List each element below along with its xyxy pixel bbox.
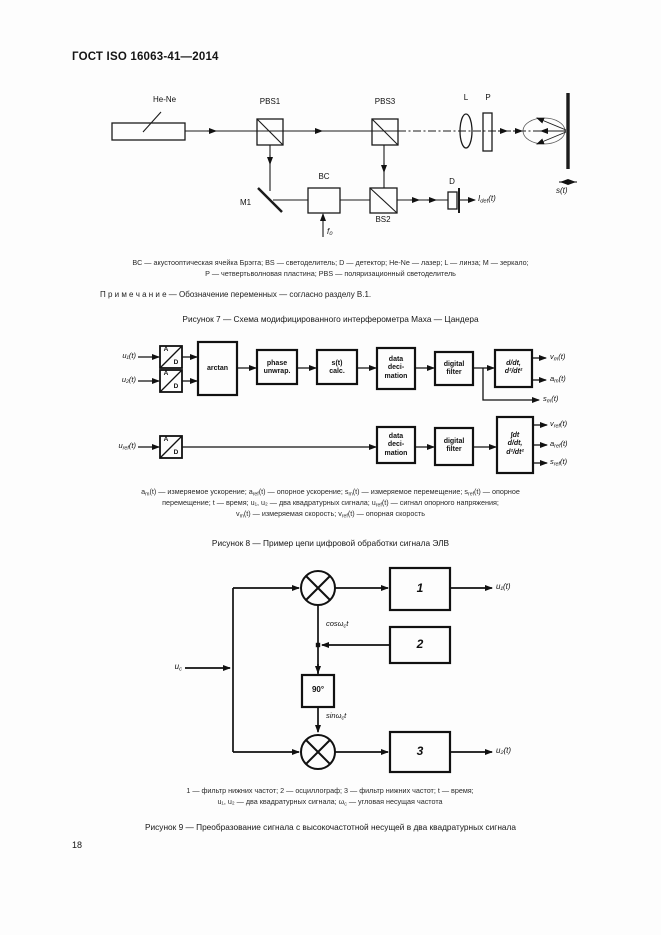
i-det-label: Idet(t) — [478, 194, 496, 205]
figure9-caption: Рисунок 9 — Преобразование сигнала с выс… — [144, 822, 516, 832]
figure7-interferometer: He-Ne PBS1 PBS3 L P BC M1 BS2 D f₀ Idet(… — [85, 85, 605, 255]
uref-input-label: uref(t) — [118, 441, 136, 452]
mirror1-label: M1 — [240, 198, 252, 207]
adc1-d-label: D — [173, 359, 179, 366]
block2-label: 2 — [416, 637, 424, 651]
sref-output-label: sref(t) — [550, 457, 568, 468]
lens-label: L — [463, 93, 469, 102]
vm-output-label: vm(t) — [550, 352, 566, 363]
page-number: 18 — [72, 840, 83, 850]
laser-label: He-Ne — [153, 95, 177, 104]
u2-input-label: u₂(t) — [121, 375, 136, 384]
laser-box — [111, 122, 186, 141]
junction-dot — [315, 642, 321, 648]
uc-input-label: uc — [174, 662, 182, 673]
pbs3-label: PBS3 — [374, 97, 396, 106]
derivative-label: d/dt,d²/dt² — [504, 360, 523, 376]
plate-shape — [482, 112, 493, 152]
s-calc-label: s(t)calc. — [329, 360, 345, 376]
decimation2-box — [375, 425, 417, 465]
lens-shape — [459, 113, 473, 149]
bragg-cell-label: BC — [318, 172, 330, 181]
adc1-a-label: A — [163, 346, 169, 353]
adc3-d-label: D — [173, 449, 179, 456]
s-t-label: s(t) — [556, 186, 568, 195]
detector-label: D — [449, 177, 455, 186]
am-output-label: am(t) — [550, 374, 566, 385]
u1-output-label: u₁(t) — [496, 582, 511, 591]
figure8-diagram-lines — [138, 340, 548, 475]
s-calc-box — [315, 348, 359, 386]
figure7-diagram-lines — [111, 93, 577, 237]
aref-output-label: aref(t) — [550, 439, 568, 450]
page-title: ГОСТ ISO 16063-41—2014 — [72, 51, 219, 63]
cos-label: cosωct — [326, 619, 349, 630]
figure9-legend: 1 — фильтр нижних частот; 2 — осциллогра… — [186, 786, 474, 808]
block3-label: 3 — [416, 744, 424, 758]
u1-input-label: u₁(t) — [122, 351, 136, 360]
vref-output-label: vref(t) — [550, 419, 568, 430]
figure7-note: П р и м е ч а н и е — Обозначение переме… — [100, 290, 372, 299]
derivative-box — [493, 348, 534, 389]
phase-unwrap-box — [255, 348, 299, 386]
figure7-legend: BC — акустооптическая ячейка Брэгга; BS … — [132, 258, 529, 278]
figure8-caption: Рисунок 8 — Пример цепи цифровой обработ… — [211, 538, 450, 548]
block1-box — [388, 566, 452, 612]
pbs3-cube — [371, 118, 399, 146]
block1-label: 1 — [416, 581, 424, 595]
figure8-dsp-chain: u₁(t) u₂(t) uref(t) A D A D A D arctan p… — [90, 335, 605, 485]
detector-shape — [447, 191, 458, 210]
pbs1-label: PBS1 — [259, 97, 281, 106]
figure7-caption: Рисунок 7 — Схема модифицированного инте… — [182, 314, 479, 324]
mirror1-line — [257, 187, 283, 213]
u2-output-label: u₂(t) — [496, 746, 512, 755]
adc2-d-label: D — [173, 383, 179, 390]
f0-label: f₀ — [327, 227, 333, 236]
figure8-legend: am(t) — измеряемое ускорение; aref(t) — … — [141, 487, 520, 520]
sin-label: sinωct — [326, 711, 347, 722]
bragg-cell-box — [307, 187, 341, 214]
phase-shift-label: 90° — [311, 685, 325, 694]
adc3-a-label: A — [163, 436, 169, 443]
figure9-quadrature: uc cosωct sinωct 90° 1 2 3 u₁(t) u₂(t) — [160, 560, 520, 780]
adc2-a-label: A — [163, 370, 169, 377]
sm-output-label: sm(t) — [543, 394, 559, 405]
bs2-label: BS2 — [375, 215, 391, 224]
arctan-label: arctan — [206, 365, 228, 372]
figure9-diagram-lines — [185, 566, 493, 774]
plate-label: P — [485, 93, 491, 102]
